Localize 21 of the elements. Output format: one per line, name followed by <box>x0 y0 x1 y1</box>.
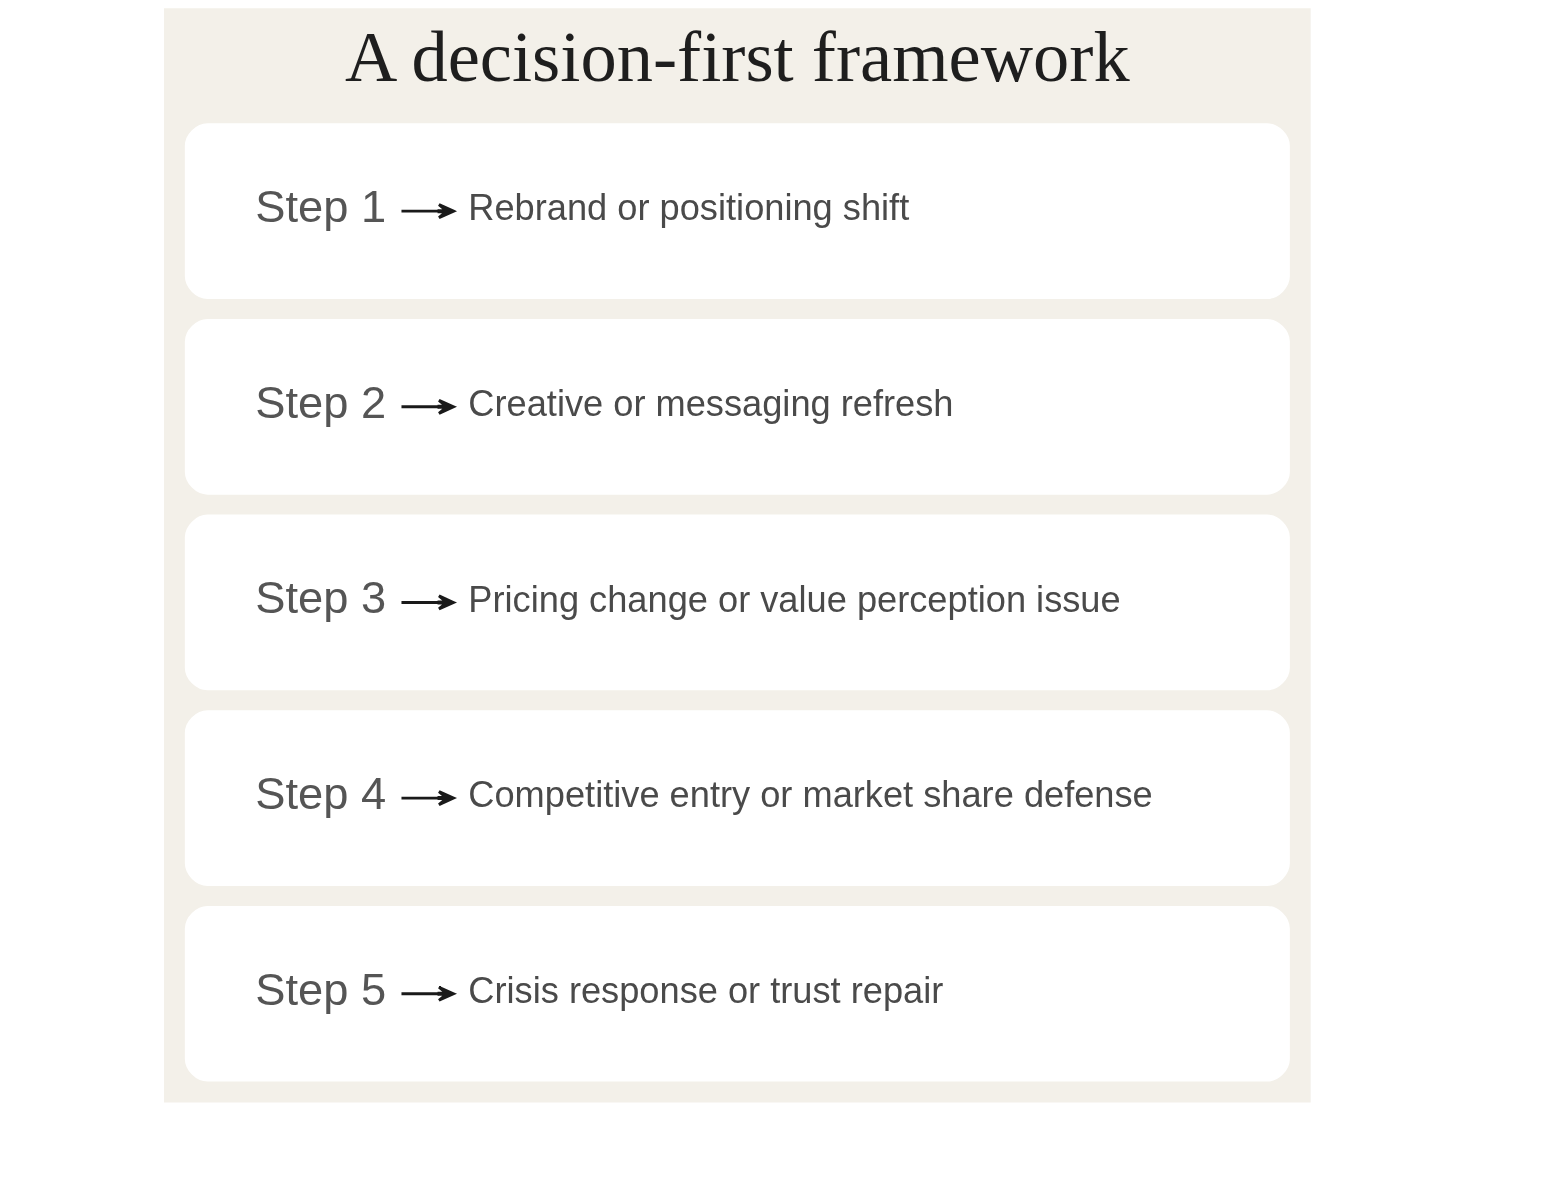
cluster <box>184 123 1290 299</box>
cluster <box>184 318 1290 495</box>
node-text: Rebrand or positioning shift <box>468 187 910 229</box>
node-text: Step 3 <box>255 572 387 624</box>
diagram-title: A decision-first framework <box>345 15 1130 97</box>
node-text: Step 2 <box>255 376 387 428</box>
arrow <box>401 985 455 1002</box>
node-text: Competitive entry or market share defense <box>468 774 1153 816</box>
node-text: Step 4 <box>255 767 387 819</box>
arrow <box>401 203 455 220</box>
node-text: Crisis response or trust repair <box>468 969 944 1011</box>
node-text: Creative or messaging refresh <box>468 382 954 424</box>
node-text: Pricing change or value perception issue <box>468 578 1121 620</box>
cluster <box>184 514 1290 691</box>
arrow <box>401 594 455 611</box>
cluster <box>184 710 1290 886</box>
node-text: Step 1 <box>255 181 387 233</box>
arrow <box>401 790 455 807</box>
node-text: Step 5 <box>255 963 387 1015</box>
arrow <box>401 398 455 415</box>
cluster <box>184 905 1290 1082</box>
